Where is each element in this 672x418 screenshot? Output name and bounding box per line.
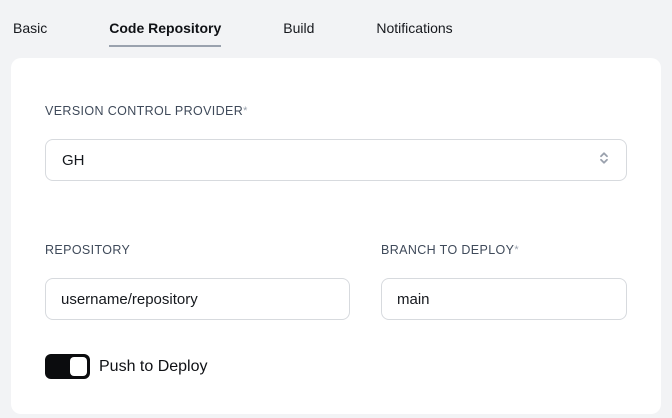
tab-code-repository[interactable]: Code Repository — [109, 0, 222, 47]
tab-build[interactable]: Build — [283, 20, 315, 36]
tab-notifications[interactable]: Notifications — [376, 20, 453, 36]
version-control-provider-label-text: VERSION CONTROL PROVIDER — [45, 104, 244, 118]
repository-branch-row: REPOSITORY BRANCH TO DEPLOY* — [45, 243, 627, 320]
branch-to-deploy-label: BRANCH TO DEPLOY* — [381, 243, 627, 258]
push-to-deploy-label: Push to Deploy — [99, 357, 208, 375]
branch-field: BRANCH TO DEPLOY* — [381, 243, 627, 320]
toggle-knob — [70, 357, 87, 376]
push-to-deploy-row: Push to Deploy — [45, 354, 627, 379]
version-control-provider-label: VERSION CONTROL PROVIDER* — [45, 104, 627, 119]
required-asterisk: * — [514, 244, 520, 256]
tab-basic[interactable]: Basic — [13, 20, 48, 36]
push-to-deploy-toggle[interactable] — [45, 354, 90, 379]
repository-label: REPOSITORY — [45, 243, 350, 258]
repository-label-text: REPOSITORY — [45, 243, 131, 257]
chevron-up-down-icon — [596, 150, 612, 170]
branch-input[interactable] — [381, 278, 627, 320]
required-asterisk: * — [243, 105, 248, 117]
code-repository-settings-card: VERSION CONTROL PROVIDER* GH REPOSITORY … — [11, 58, 661, 414]
version-control-field: VERSION CONTROL PROVIDER* GH — [45, 104, 627, 181]
branch-to-deploy-label-text: BRANCH TO DEPLOY — [381, 243, 515, 257]
version-control-selected-value: GH — [62, 151, 85, 169]
tab-bar: Basic Code Repository Build Notification… — [0, 0, 672, 58]
repository-field: REPOSITORY — [45, 243, 350, 320]
repository-input[interactable] — [45, 278, 350, 320]
version-control-select[interactable]: GH — [45, 139, 627, 181]
